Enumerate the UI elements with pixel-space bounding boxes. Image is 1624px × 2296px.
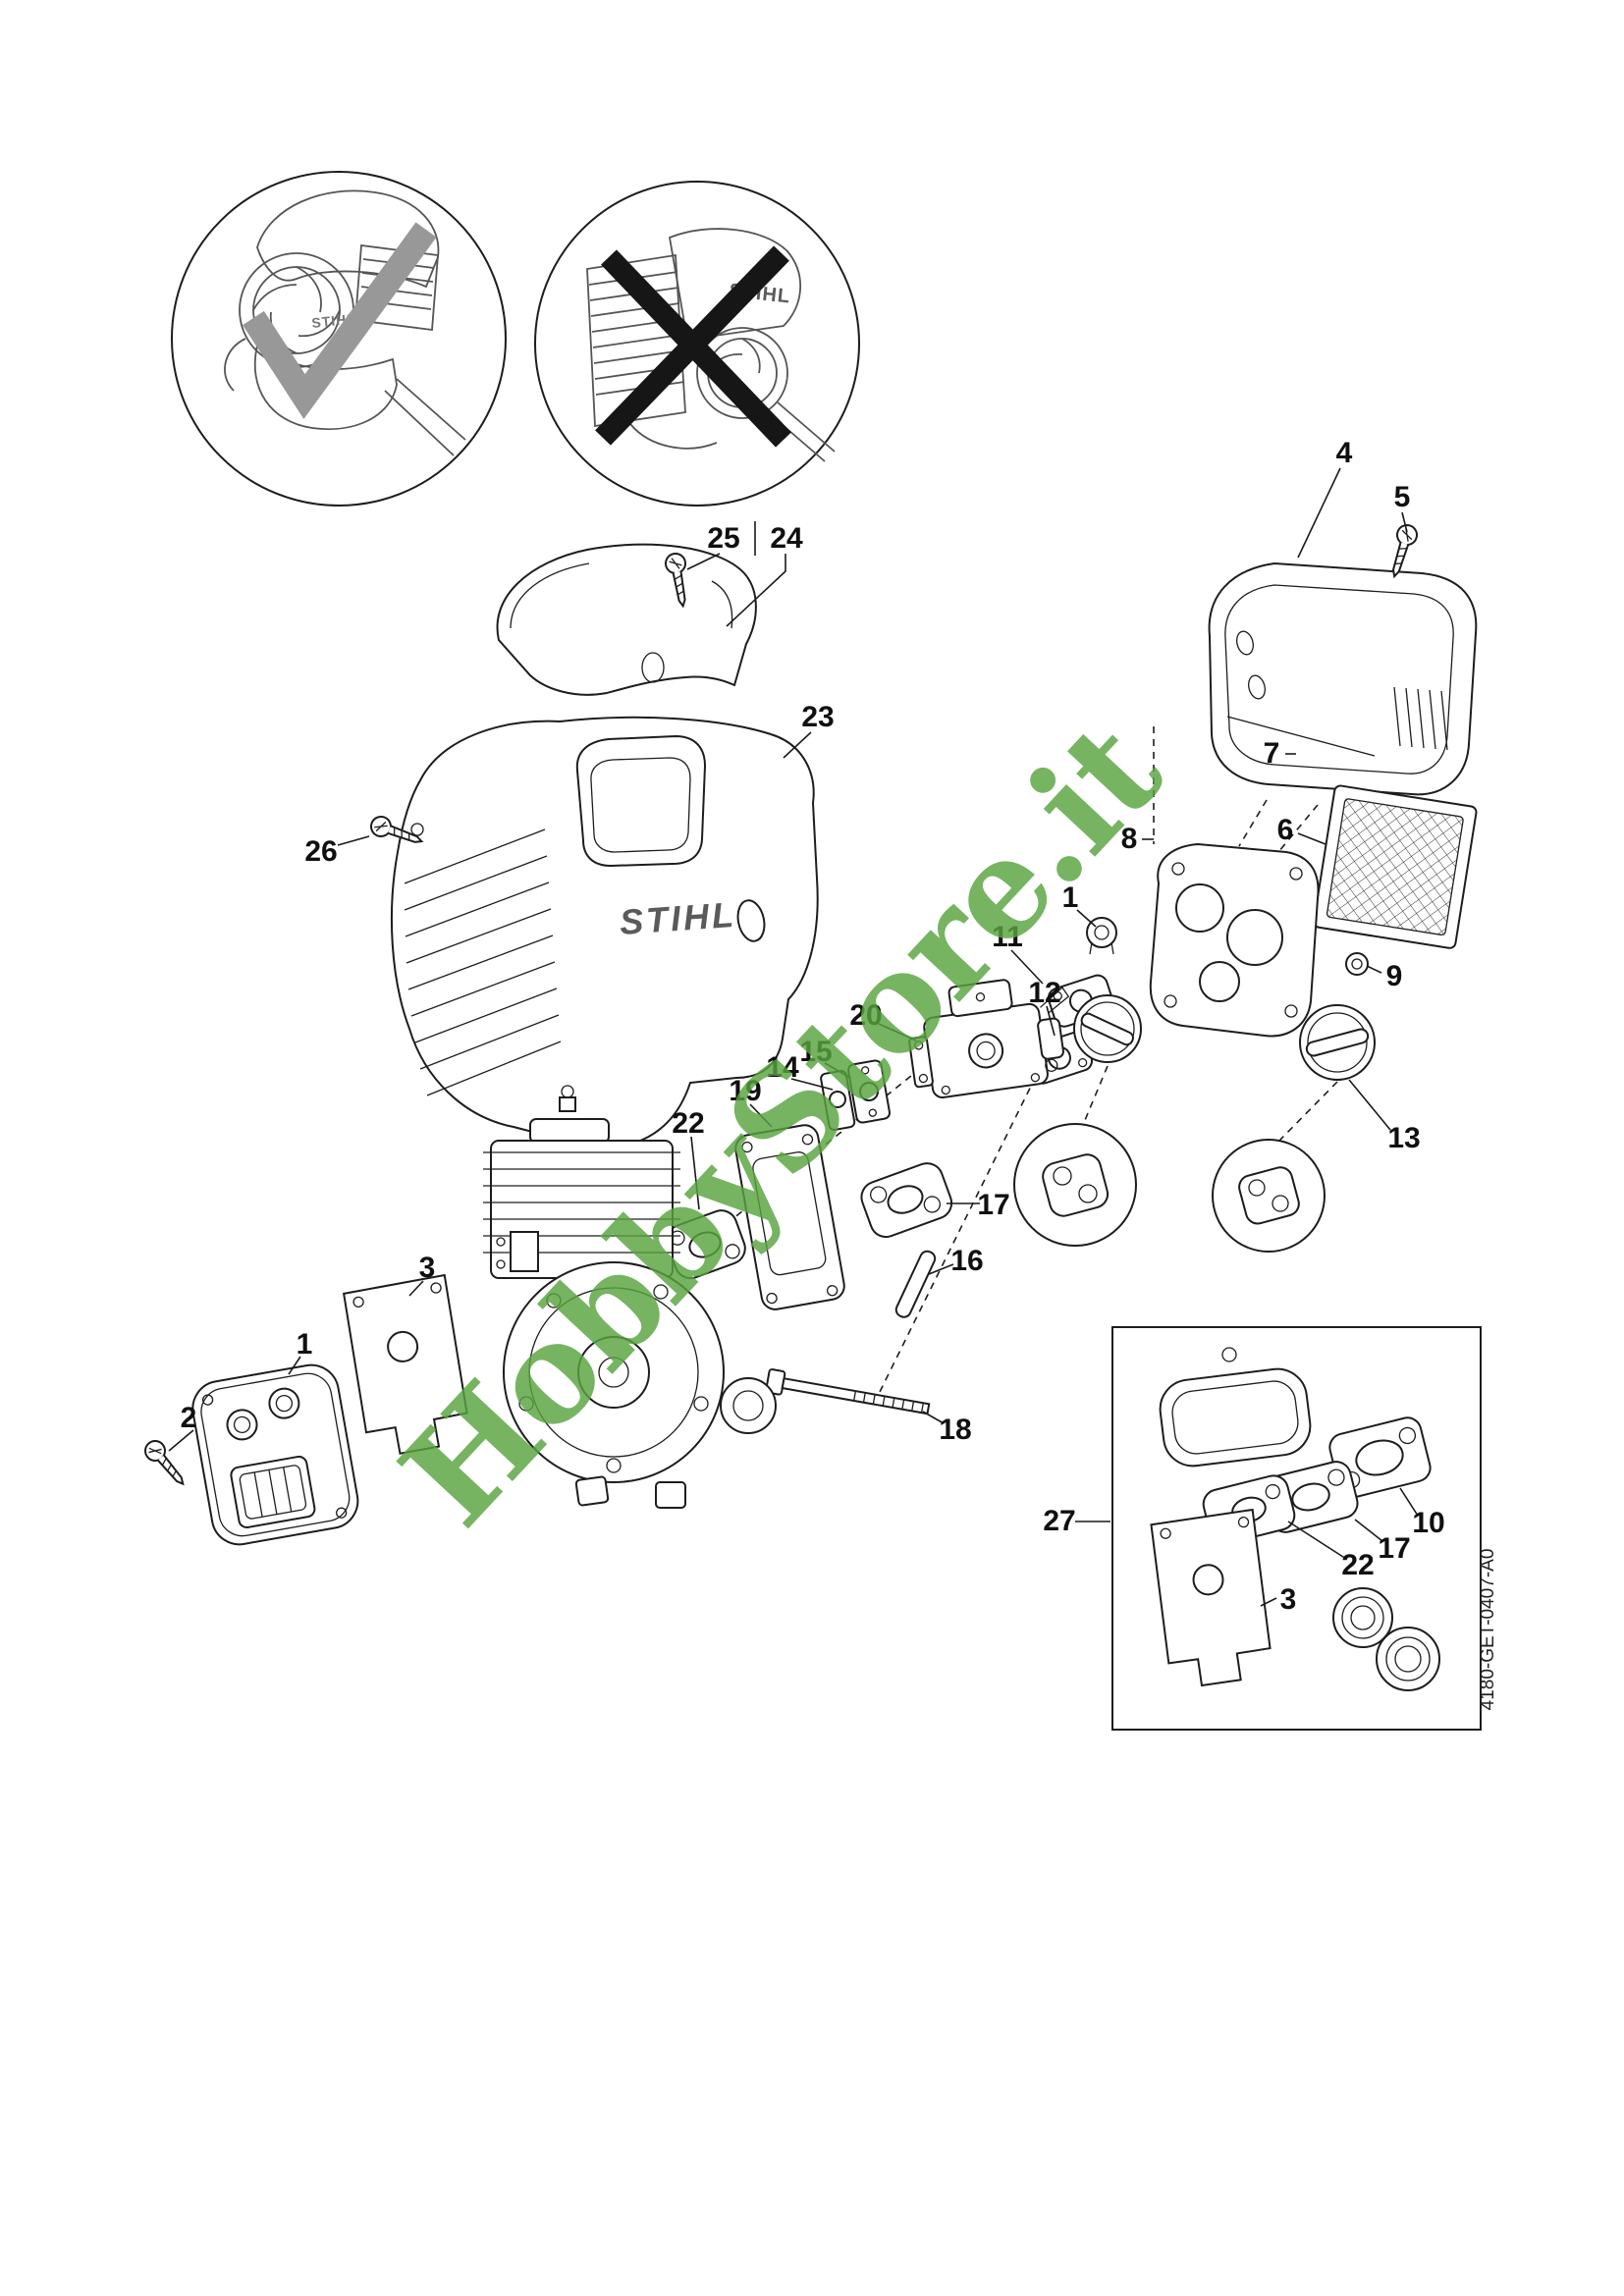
leader-line (408, 1280, 424, 1297)
air-filter-cover (1208, 561, 1478, 796)
knob-detail-right (1212, 1139, 1326, 1253)
leader-line (790, 1078, 834, 1091)
grommet-9 (1345, 952, 1369, 976)
leader-line (337, 835, 370, 846)
leader-line (168, 1429, 194, 1452)
part-number-label: 9 (1385, 960, 1403, 992)
leader-line (1260, 1597, 1277, 1607)
leader-line (928, 1263, 954, 1275)
part-number-label: 17 (1378, 1532, 1411, 1565)
part-number-label: 20 (849, 999, 883, 1032)
muffler-gasket-3 (342, 1273, 468, 1455)
check-mark-icon (243, 222, 437, 419)
leader-line (824, 1062, 851, 1079)
carb-gasket-14 (820, 1069, 856, 1132)
bolt-18 (765, 1368, 931, 1415)
pin-16 (894, 1250, 937, 1318)
part-number-label: 14 (766, 1051, 799, 1084)
carburetor (908, 979, 1070, 1098)
document-code: 4180-GET-0407-A0 (1478, 1548, 1498, 1711)
leader-line (749, 1103, 773, 1128)
part-number-label: 10 (1412, 1507, 1445, 1539)
part-number-label: 22 (1341, 1549, 1375, 1581)
gasket-3-set (1150, 1508, 1272, 1687)
leader-line (1366, 965, 1382, 974)
leader-line (1287, 1521, 1347, 1560)
part-number-label: 13 (1387, 1122, 1421, 1154)
gasket-17 (860, 1162, 953, 1239)
part-number-label: 25 (707, 522, 740, 555)
twist-knob-left (1073, 994, 1142, 1063)
part-number-label: 17 (977, 1189, 1010, 1221)
x-mark-icon (595, 245, 791, 448)
shroud-louvers (404, 828, 562, 1096)
oil-seals (1332, 1587, 1440, 1691)
leader-line (922, 1411, 945, 1424)
leader-line (1401, 511, 1408, 533)
part-number-label: 5 (1393, 481, 1411, 513)
part-number-label: 15 (799, 1036, 833, 1068)
gasket-set-box (1111, 1326, 1482, 1731)
leader-line (878, 1023, 917, 1041)
bracket-plate-19 (734, 1124, 845, 1310)
air-filter-element (1313, 784, 1478, 949)
leader-line (1297, 832, 1326, 845)
engine-shroud: STIHL (390, 716, 819, 1172)
part-number-label: 18 (939, 1414, 972, 1446)
leader-line (1348, 1079, 1391, 1131)
part-number-label: 26 (304, 835, 338, 868)
leader-line (1297, 467, 1341, 559)
part-number-label: 11 (992, 921, 1023, 953)
part-number-label: 22 (672, 1107, 705, 1140)
part-number-label: 2 (180, 1402, 197, 1434)
carb-spacer-15 (846, 1059, 892, 1124)
part-number-label: 4 (1335, 437, 1353, 469)
knob-detail-left (1013, 1123, 1137, 1247)
part-number-label: 6 (1276, 814, 1294, 846)
part-number-label: 3 (1279, 1583, 1297, 1616)
leader-line (288, 1356, 301, 1375)
gasket-10 (1328, 1416, 1432, 1499)
leader-line (686, 553, 721, 570)
part-number-label: 3 (418, 1252, 436, 1284)
filter-base (1149, 842, 1320, 1038)
brand-logo-shroud: STIHL (619, 894, 738, 942)
part-number-label: 12 (1028, 977, 1061, 1009)
part-number-label: 7 (1263, 737, 1280, 770)
part-number-label: 1 (296, 1328, 313, 1361)
cover-gasket (1159, 1367, 1312, 1468)
part-number-label: 19 (729, 1075, 762, 1107)
part-number-label: 1 (1061, 881, 1079, 914)
engine-cover-top (496, 543, 757, 696)
engine-cylinder (483, 1085, 777, 1509)
muffler (191, 1363, 359, 1546)
part-number-label: 23 (801, 701, 835, 733)
part-number-label: 24 (770, 522, 803, 555)
part-number-label: 8 (1120, 823, 1138, 855)
twist-knob-right (1299, 1004, 1376, 1081)
leader-line (1354, 1519, 1383, 1542)
leader-line (1010, 949, 1044, 985)
correct-usage-circle: STIHL (171, 171, 507, 507)
leader-line (783, 731, 812, 759)
part-number-label: 16 (950, 1245, 984, 1277)
leader-line (1399, 1487, 1419, 1517)
leader-line (1046, 1005, 1056, 1037)
leader-line (690, 1136, 700, 1210)
part-number-label: 27 (1043, 1505, 1076, 1537)
leader-line (726, 554, 786, 627)
incorrect-usage-circle: STIHL (534, 181, 860, 507)
leader-line (1076, 909, 1097, 928)
